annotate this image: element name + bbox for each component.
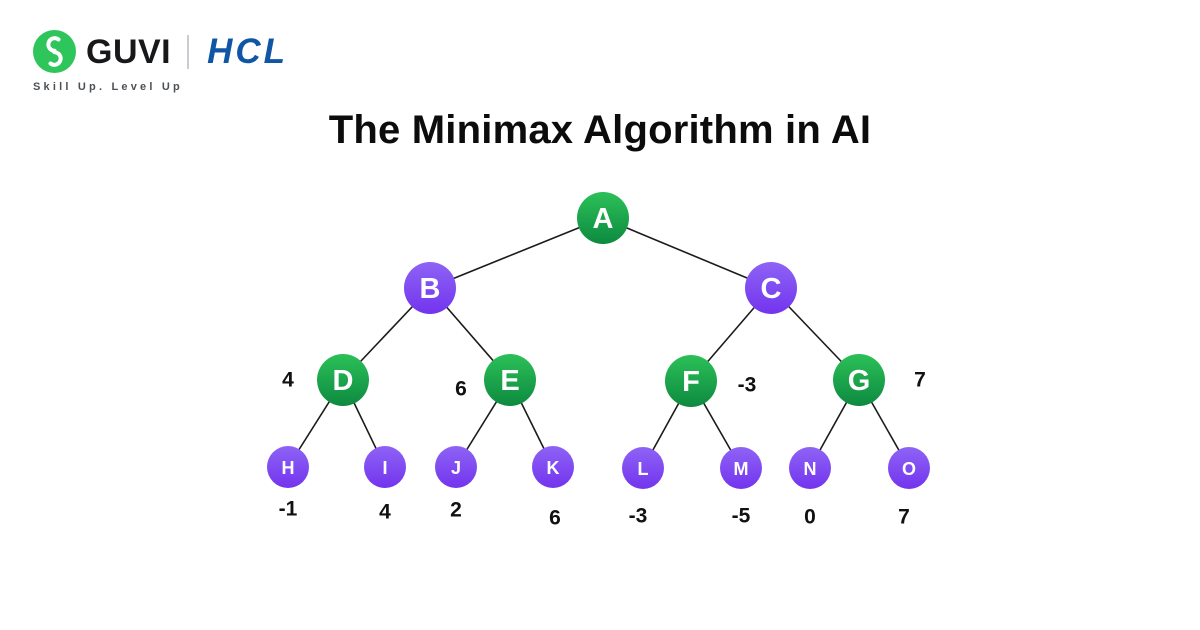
- tree-node-K: [532, 446, 574, 488]
- tree-node-value-D: 4: [282, 369, 294, 392]
- tree-node-label-L: L: [638, 459, 649, 479]
- tree-node-value-L: -3: [629, 505, 648, 528]
- tree-node-label-G: G: [848, 365, 871, 397]
- tree-node-label-C: C: [761, 273, 782, 305]
- tree-node-J: [435, 446, 477, 488]
- tree-node-label-M: M: [734, 459, 749, 479]
- logo-divider: [187, 34, 190, 69]
- tree-node-O: [888, 447, 930, 489]
- tagline: Skill Up. Level Up: [33, 81, 183, 93]
- tree-node-label-K: K: [547, 458, 560, 478]
- title-wrap: The Minimax Algorithm in AI: [0, 108, 1200, 153]
- tree-node-N: [789, 447, 831, 489]
- tree-node-label-A: A: [593, 203, 614, 235]
- tree-node-D: [317, 354, 369, 406]
- tree-node-C: [745, 262, 797, 314]
- tree-node-value-H: -1: [279, 498, 298, 521]
- tree-node-label-F: F: [682, 366, 700, 398]
- tree-node-M: [720, 447, 762, 489]
- tree-node-B: [404, 262, 456, 314]
- logo-row: GUVI HCL: [33, 30, 288, 73]
- page-title: The Minimax Algorithm in AI: [328, 108, 872, 152]
- tree-node-A: [577, 192, 629, 244]
- tree-node-H: [267, 446, 309, 488]
- guvi-logo-icon: [33, 30, 76, 73]
- tree-node-value-I: 4: [379, 501, 391, 524]
- tree-node-I: [364, 446, 406, 488]
- tree-node-E: [484, 354, 536, 406]
- tree-node-F: [665, 355, 717, 407]
- tree-node-value-G: 7: [914, 369, 926, 392]
- tree-node-label-O: O: [902, 459, 916, 479]
- tree-node-L: [622, 447, 664, 489]
- hcl-wordmark: HCL: [207, 32, 289, 71]
- header: GUVI HCL Skill Up. Level Up: [33, 30, 288, 93]
- tree-node-value-M: -5: [732, 505, 751, 528]
- tree-node-value-F: -3: [738, 374, 757, 397]
- guvi-wordmark: GUVI: [86, 32, 172, 71]
- tree-node-G: [833, 354, 885, 406]
- tree-edge-A-C: [602, 217, 772, 289]
- tree-edge-A-B: [429, 217, 604, 289]
- guvi-g-icon: [33, 30, 76, 73]
- tree-node-value-E: 6: [455, 378, 467, 401]
- tree-node-value-J: 2: [450, 499, 462, 522]
- tree-node-value-O: 7: [898, 506, 910, 529]
- tree-node-label-B: B: [420, 273, 441, 305]
- tree-node-value-K: 6: [549, 507, 561, 530]
- tree-node-label-H: H: [282, 458, 295, 478]
- tree-node-label-J: J: [451, 458, 461, 478]
- tree-node-label-D: D: [333, 365, 354, 397]
- tree-node-label-I: I: [382, 458, 387, 478]
- tree-node-label-N: N: [804, 459, 817, 479]
- tree-node-label-E: E: [500, 365, 519, 397]
- tree-node-value-N: 0: [804, 506, 816, 529]
